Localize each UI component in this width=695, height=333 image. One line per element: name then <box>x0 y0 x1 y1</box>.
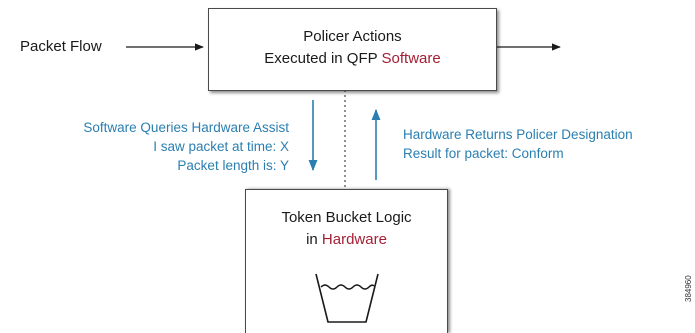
hardware-box-subtitle: in Hardware <box>246 231 447 248</box>
query-line-3: Packet length is: Y <box>177 158 289 173</box>
bucket-icon <box>315 273 379 323</box>
query-line-2: I saw packet at time: X <box>153 139 289 154</box>
query-line-1: Software Queries Hardware Assist <box>83 120 289 135</box>
query-annotation: Software Queries Hardware Assist I saw p… <box>83 118 289 175</box>
software-box-title: Policer Actions <box>303 28 402 45</box>
return-line-1: Hardware Returns Policer Designation <box>403 127 633 142</box>
hardware-box-subtitle-prefix: in <box>306 231 322 248</box>
return-line-2: Result for packet: Conform <box>403 146 564 161</box>
software-highlight: Software <box>381 50 441 67</box>
hardware-token-bucket-box: Token Bucket Logic in Hardware <box>245 189 448 333</box>
packet-flow-label: Packet Flow <box>20 38 102 55</box>
hardware-box-title: Token Bucket Logic <box>281 209 412 226</box>
software-box-subtitle-prefix: Executed in QFP <box>264 50 382 67</box>
hardware-highlight: Hardware <box>321 231 387 248</box>
software-policer-box: Policer Actions Executed in QFP Software <box>208 8 497 91</box>
figure-id: 384960 <box>684 275 693 302</box>
software-box-subtitle: Executed in QFP Software <box>209 50 496 67</box>
return-annotation: Hardware Returns Policer Designation Res… <box>403 125 633 163</box>
